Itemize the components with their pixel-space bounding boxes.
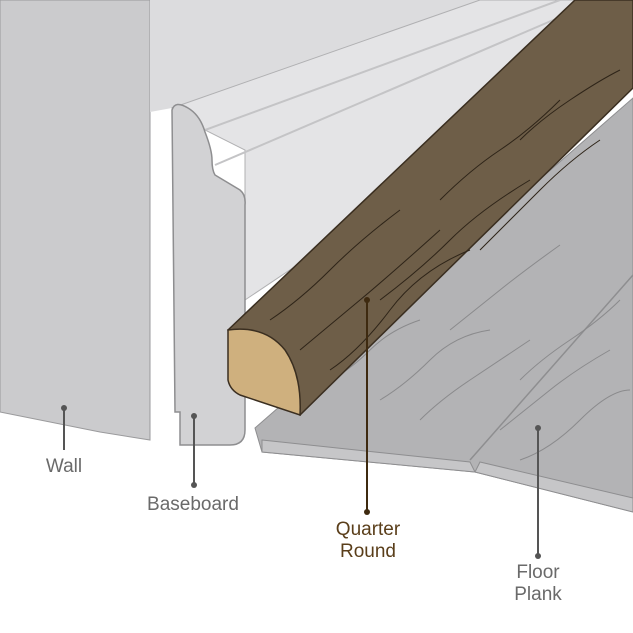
leader-quarter-round (364, 297, 370, 515)
baseboard-label: Baseboard (147, 494, 239, 515)
floor-plank-seam (469, 274, 633, 461)
wall-back-surface (150, 0, 480, 112)
wall-label: Wall (45, 456, 83, 477)
baseboard-end-profile (171, 103, 246, 446)
floor-plank-edge-2 (474, 461, 633, 513)
quarter-round-grain (269, 69, 621, 371)
quarter-round-label-line1: Quarter (335, 519, 401, 540)
floor-plank-label-line2: Plank (514, 584, 562, 605)
floor-grain (329, 244, 631, 461)
leader-floor-plank (535, 425, 541, 559)
quarter-round-end-cap (227, 328, 301, 417)
baseboard-molding-line (204, 0, 601, 166)
leader-baseboard (191, 413, 197, 488)
wall-face (0, 0, 151, 441)
quarter-round-label: Quarter Round (336, 519, 400, 563)
floor-plank-label-line1: Floor (516, 562, 560, 583)
floor-plank-label: Floor Plank (514, 562, 562, 606)
leader-wall (61, 405, 67, 450)
quarter-round-label-line2: Round (339, 541, 396, 562)
